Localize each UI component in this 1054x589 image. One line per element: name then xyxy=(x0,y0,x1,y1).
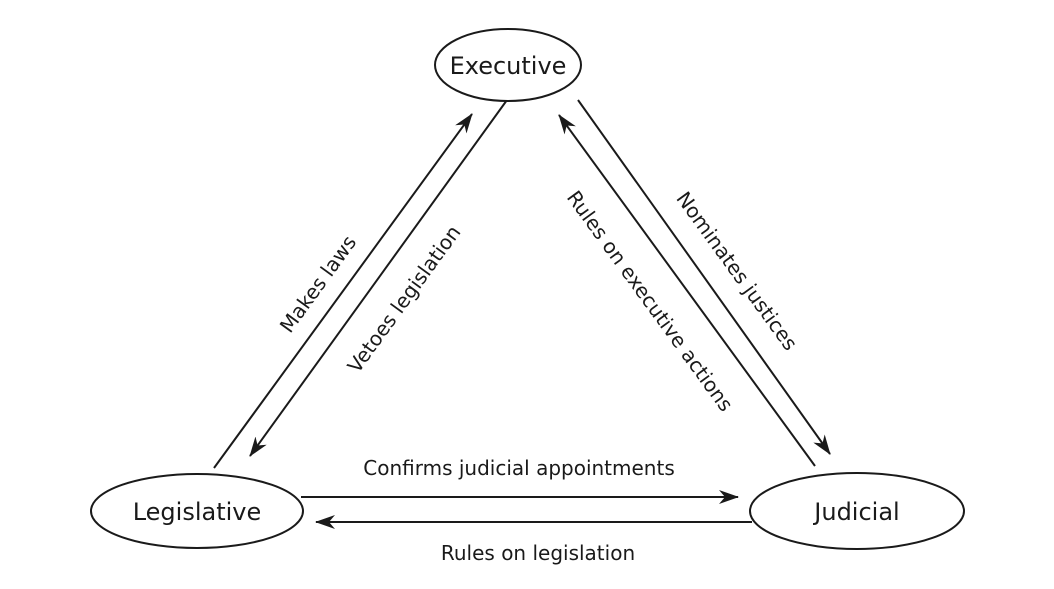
label-confirms-judicial-appointments: Confirms judicial appointments xyxy=(363,456,675,480)
node-executive: Executive xyxy=(434,28,582,102)
node-judicial-shape xyxy=(749,472,965,550)
arrow-nominates-justices xyxy=(577,99,831,455)
node-legislative: Legislative xyxy=(90,473,304,549)
edge-confirms-judicial-appointments: Confirms judicial appointments xyxy=(301,456,739,504)
node-executive-label: Executive xyxy=(450,52,567,80)
arrow-vetoes-legislation xyxy=(249,99,508,457)
arrow-makes-laws xyxy=(213,113,473,469)
node-judicial-label: Judicial xyxy=(812,498,899,526)
edge-makes-laws: Makes laws xyxy=(213,113,473,469)
node-legislative-shape xyxy=(90,473,304,549)
node-executive-shape xyxy=(434,28,582,102)
label-nominates-justices: Nominates justices xyxy=(671,187,802,355)
label-rules-on-legislation: Rules on legislation xyxy=(441,541,635,565)
edge-rules-on-executive-actions: Rules on executive actions xyxy=(558,114,816,467)
node-legislative-label: Legislative xyxy=(133,498,262,526)
edge-rules-on-legislation: Rules on legislation xyxy=(315,515,752,565)
arrow-rules-on-executive-actions xyxy=(558,114,816,467)
node-judicial: Judicial xyxy=(749,472,965,550)
edge-vetoes-legislation: Vetoes legislation xyxy=(249,99,508,457)
edge-nominates-justices: Nominates justices xyxy=(577,99,831,455)
